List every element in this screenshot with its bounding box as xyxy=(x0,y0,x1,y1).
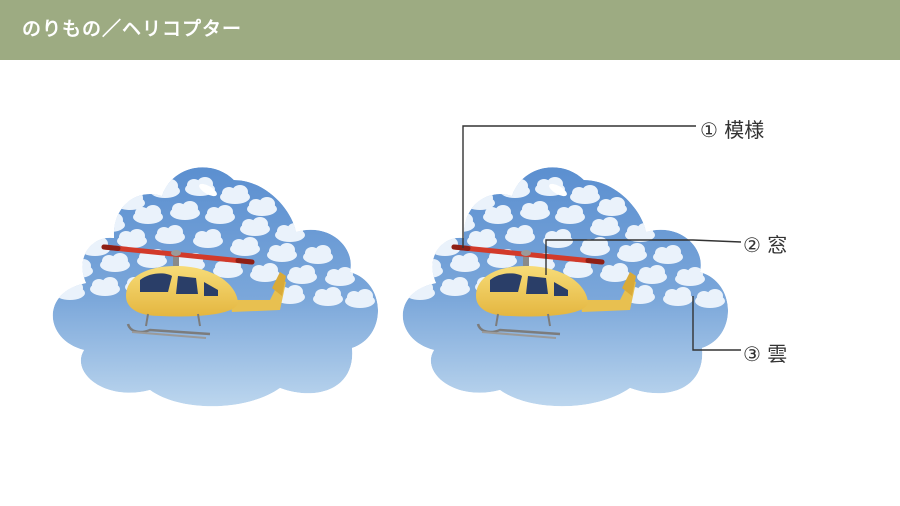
page-title: のりもの／ヘリコプター xyxy=(22,18,243,40)
illustration-canvas xyxy=(0,125,742,506)
callout-lines xyxy=(462,125,742,351)
callout-label: 窓 xyxy=(767,233,788,257)
callout-label: 雲 xyxy=(767,342,788,366)
callout-label: 模様 xyxy=(724,118,765,142)
callout-number: ③ xyxy=(743,342,761,366)
callout-pattern: ① 模様 xyxy=(700,114,764,143)
callout-number: ① xyxy=(700,118,718,142)
cloud-tag-left xyxy=(53,167,378,406)
header-bar: のりもの／ヘリコプター xyxy=(0,0,900,60)
callout-window: ② 窓 xyxy=(743,229,787,258)
cloud-tag-right xyxy=(403,167,728,406)
callout-cloud: ③ 雲 xyxy=(743,338,787,367)
callout-number: ② xyxy=(743,233,761,257)
